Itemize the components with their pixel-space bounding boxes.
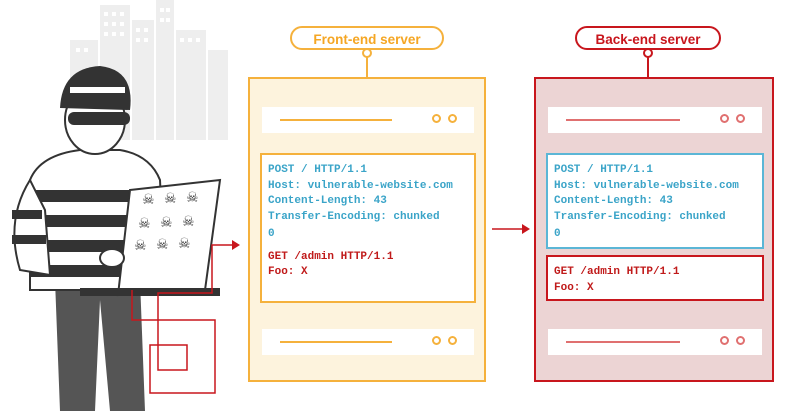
back-end-server: POST / HTTP/1.1 Host: vulnerable-website… <box>534 77 774 382</box>
back-bottom-slot <box>548 329 762 355</box>
back-smuggled-box: GET /admin HTTP/1.1 Foo: X <box>546 255 764 301</box>
front-chunk-terminator: 0 <box>268 228 275 240</box>
front-transfer-encoding: Transfer-Encoding: chunked <box>268 210 440 223</box>
back-content-length: Content-Length: 43 <box>554 195 673 207</box>
svg-text:☠: ☠ <box>156 237 169 253</box>
back-label-dot <box>643 48 653 58</box>
back-smuggled-request-line: GET /admin HTTP/1.1 <box>554 266 680 278</box>
svg-text:☠: ☠ <box>164 191 177 207</box>
front-label-connector <box>366 50 368 77</box>
svg-text:☠: ☠ <box>138 216 151 232</box>
back-top-slot <box>548 107 762 133</box>
back-transfer-encoding: Transfer-Encoding: chunked <box>554 210 726 223</box>
front-smuggled-header: Foo: X <box>268 266 308 278</box>
front-end-label: Front-end server <box>290 26 444 50</box>
front-end-server: POST / HTTP/1.1 Host: vulnerable-website… <box>248 77 486 382</box>
arrow-right-icon <box>522 224 530 234</box>
svg-text:☠: ☠ <box>142 192 155 208</box>
svg-text:☠: ☠ <box>160 215 173 231</box>
front-content-length: Content-Length: 43 <box>268 195 387 207</box>
svg-text:☠: ☠ <box>182 214 195 230</box>
svg-text:☠: ☠ <box>186 190 199 206</box>
back-end-label: Back-end server <box>575 26 721 50</box>
front-label-dot <box>362 48 372 58</box>
svg-text:☠: ☠ <box>134 238 147 254</box>
front-host-header: Host: vulnerable-website.com <box>268 179 453 192</box>
front-request-box: POST / HTTP/1.1 Host: vulnerable-website… <box>260 153 476 303</box>
front-bottom-slot <box>262 329 474 355</box>
front-request-line: POST / HTTP/1.1 <box>268 164 368 176</box>
back-request-line: POST / HTTP/1.1 <box>554 164 654 176</box>
back-label-connector <box>647 50 649 77</box>
attacker-icon <box>12 66 222 411</box>
svg-text:☠: ☠ <box>178 236 191 252</box>
back-request-box: POST / HTTP/1.1 Host: vulnerable-website… <box>546 153 764 249</box>
front-smuggled-request-line: GET /admin HTTP/1.1 <box>268 250 394 263</box>
front-top-slot <box>262 107 474 133</box>
skull-laptop-icon: ☠ ☠ ☠ ☠ ☠ ☠ ☠ ☠ ☠ <box>134 190 199 254</box>
back-smuggled-header: Foo: X <box>554 281 594 294</box>
back-host-header: Host: vulnerable-website.com <box>554 179 739 192</box>
arrow-right-icon <box>232 240 240 250</box>
back-chunk-terminator: 0 <box>554 228 561 240</box>
